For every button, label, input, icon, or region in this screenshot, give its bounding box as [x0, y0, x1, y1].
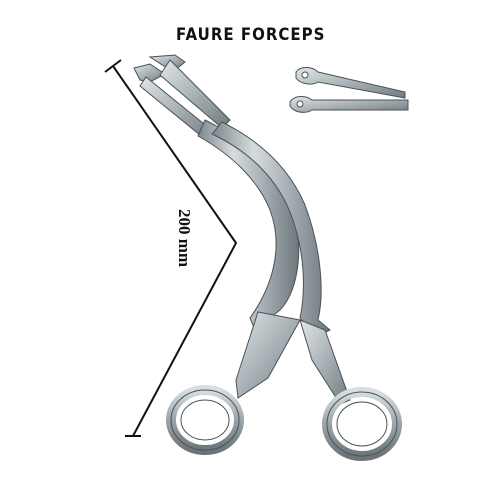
product-title: FAURE FORCEPS [176, 24, 326, 45]
dimension-label: 200 mm [175, 208, 195, 268]
forceps-shaft [197, 119, 351, 405]
dimension-line [104, 59, 238, 437]
forceps-tip-detail [289, 67, 409, 113]
forceps-jaws [133, 54, 231, 141]
finger-rings [166, 385, 402, 461]
